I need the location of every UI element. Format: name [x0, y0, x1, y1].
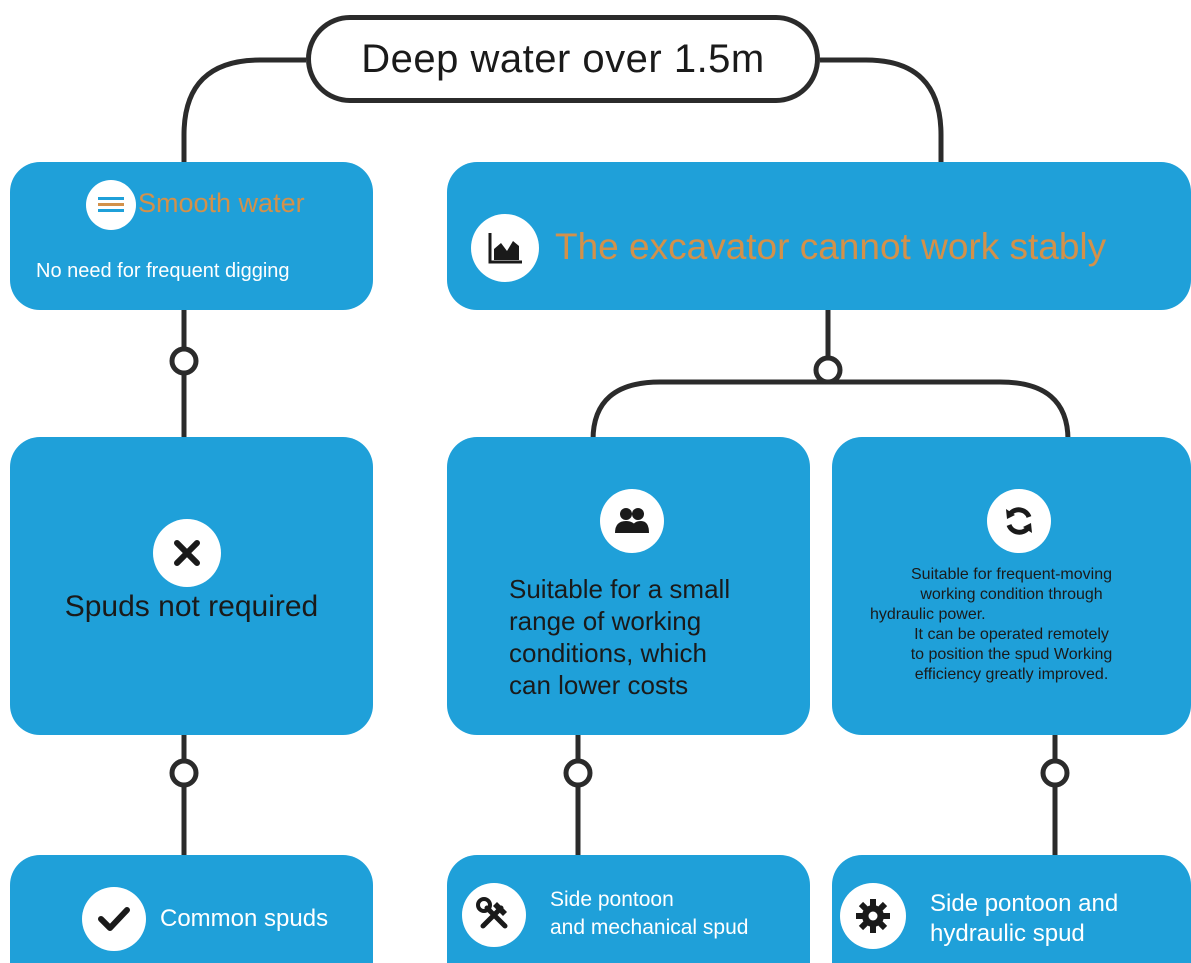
mechanical-spud-box: Side pontoon and mechanical spud	[447, 855, 810, 963]
common-spuds-box: Common spuds	[10, 855, 373, 963]
tools-icon	[462, 883, 526, 947]
mechanical-spud-line-1: Side pontoon	[550, 888, 674, 911]
small-range-line-2: range of working	[509, 606, 702, 636]
hydraulic-spud-line-1: Side pontoon and	[930, 890, 1119, 917]
junction-node	[1040, 758, 1070, 788]
spuds-not-required-box: Spuds not required	[10, 437, 373, 735]
frequent-moving-line-3: hydraulic power.	[870, 606, 986, 623]
area-chart-icon	[471, 214, 539, 282]
root-node: Deep water over 1.5m	[306, 15, 820, 103]
root-title: Deep water over 1.5m	[361, 36, 765, 81]
frequent-moving-box: Suitable for frequent-moving working con…	[832, 437, 1191, 735]
frequent-moving-line-5: to position the spud Working	[910, 646, 1113, 663]
spuds-not-required-label: Spuds not required	[64, 590, 319, 623]
frequent-moving-line-1: Suitable for frequent-moving	[911, 566, 1112, 583]
connector-root-right	[820, 57, 944, 162]
unstable-excavator-title: The excavator cannot work stably	[555, 226, 1107, 267]
refresh-icon	[987, 489, 1051, 553]
smooth-water-title: Smooth water	[138, 188, 305, 218]
small-range-line-3: conditions, which	[509, 638, 707, 668]
connector-root-left	[181, 57, 306, 162]
smooth-water-box: Smooth water No need for frequent diggin…	[10, 162, 373, 310]
checkmark-icon	[82, 887, 146, 951]
connector-branch-left	[590, 379, 828, 441]
mechanical-spud-line-2: and mechanical spud	[550, 916, 749, 939]
junction-node	[169, 346, 199, 376]
frequent-moving-line-2: working condition through	[920, 586, 1103, 603]
hydraulic-spud-box: Side pontoon and hydraulic spud	[832, 855, 1191, 963]
hydraulic-spud-line-2: hydraulic spud	[930, 920, 1085, 947]
frequent-moving-line-6: efficiency greatly improved.	[914, 666, 1109, 683]
users-icon	[600, 489, 664, 553]
close-icon	[153, 519, 221, 587]
water-waves-icon	[86, 180, 136, 230]
junction-node	[813, 355, 843, 385]
junction-node	[169, 758, 199, 788]
small-range-line-4: can lower costs	[509, 670, 689, 700]
smooth-water-subtitle: No need for frequent digging	[36, 260, 290, 282]
frequent-moving-line-4: It can be operated remotely	[914, 626, 1109, 643]
junction-node	[563, 758, 593, 788]
gear-icon	[840, 883, 906, 949]
common-spuds-label: Common spuds	[160, 905, 329, 932]
small-range-box: Suitable for a small range of working co…	[447, 437, 810, 735]
unstable-excavator-box: The excavator cannot work stably	[447, 162, 1191, 310]
small-range-line-1: Suitable for a small	[509, 574, 731, 604]
connector-branch-right	[828, 379, 1071, 441]
